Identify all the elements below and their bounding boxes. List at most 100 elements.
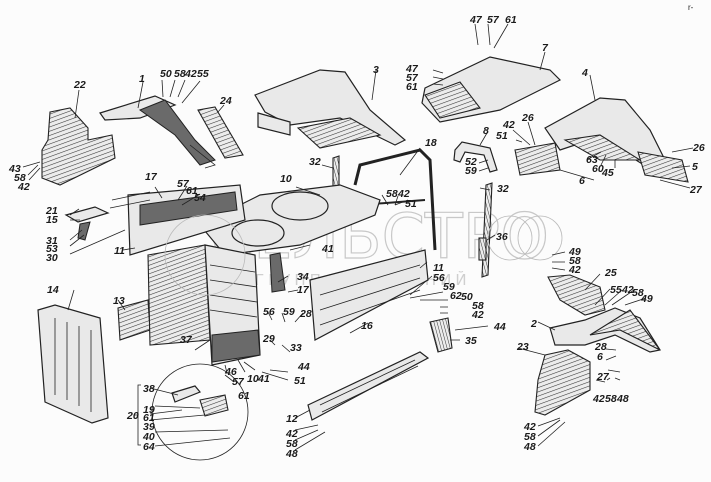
callout-57: 57 [487,14,500,26]
callout-34: 34 [297,271,309,283]
guide-circles [164,214,563,296]
part-3-rear-fender [254,69,407,149]
callout-51: 51 [294,375,306,387]
part-15-cover [64,206,110,241]
callout-56: 56 [433,272,445,284]
callout-16: 16 [361,320,373,332]
callout-1: 1 [139,73,145,85]
callout-6: 6 [579,175,585,187]
callout-7: 7 [542,42,549,54]
callout-5: 5 [692,161,698,173]
callout-47: 47 [405,63,419,75]
part-36-plate [478,237,487,261]
callout-23: 23 [516,341,529,353]
part-11-side-panel [309,249,429,341]
callout-59: 59 [283,306,295,318]
callout-52: 52 [465,156,477,168]
callout-58: 58 [632,287,644,299]
callout-41: 41 [321,243,334,255]
callout-44: 44 [297,361,310,373]
callout-35: 35 [465,335,477,347]
callout-42: 42 [471,309,484,321]
callout-17: 17 [297,284,310,296]
callout-26: 26 [692,142,705,154]
part-22-side-panel [41,107,116,186]
part-6-lamp-bracket [514,142,561,176]
callout-32: 32 [497,183,509,195]
callout-61: 61 [406,81,418,93]
callout-32: 32 [309,156,321,168]
part-14-grille [37,304,109,424]
callout-18: 18 [425,137,437,149]
callout-6: 6 [597,351,603,363]
callout-20: 20 [126,410,139,422]
callout-28: 28 [299,308,312,320]
callout-58: 58 [472,300,484,312]
callout-60: 60 [592,163,604,175]
cab-body [147,244,261,366]
callout-12: 12 [286,413,298,425]
part-23-panel [534,349,591,416]
callout-61: 61 [143,412,155,424]
callout-58: 58 [569,255,581,267]
part-2-fender [549,307,661,353]
callout-59: 59 [465,165,477,177]
callout-57: 57 [232,376,245,388]
callout-31: 31 [46,235,58,247]
detail-20-latch-assembly [151,363,249,461]
callout-39: 39 [143,421,155,433]
callout-56: 56 [263,306,275,318]
callout-48: 48 [285,448,298,460]
callout-61: 61 [505,14,517,26]
callout-61: 61 [186,185,198,197]
callout-11: 11 [433,262,444,274]
part-35-bracket [429,317,453,353]
callout-4: 4 [581,67,588,79]
callout-57: 57 [177,178,190,190]
callout-41: 41 [257,373,270,385]
callout-51: 51 [496,130,508,142]
part-10-floor-plate [199,184,381,256]
callout-42: 42 [17,181,30,193]
callout-27: 27 [596,371,610,383]
callout-42: 42 [592,393,605,405]
part-7-roof-panel [421,56,562,123]
callout-36: 36 [496,231,508,243]
part-24-panel [197,106,244,159]
callout-53: 53 [46,243,58,255]
callout-10: 10 [247,373,259,385]
callout-51: 51 [405,198,417,210]
corner-mark: r- [688,3,694,12]
callout-63: 63 [586,154,598,166]
callout-11: 11 [114,245,125,257]
callout-48: 48 [616,393,629,405]
callout-19: 19 [143,404,155,416]
callout-43: 43 [8,163,21,175]
callout-46: 46 [224,366,237,378]
part-12-step [307,351,430,421]
callout-21: 21 [45,205,58,217]
callout-55: 55 [197,68,209,80]
callout-24: 24 [219,95,232,107]
callout-40: 40 [142,431,155,443]
leader-lines [22,23,694,451]
callout-49: 49 [640,293,653,305]
callout-27: 27 [689,184,703,196]
callout-14: 14 [47,284,59,296]
callout-22: 22 [73,79,86,91]
part-25-panel [547,274,606,316]
callout-37: 37 [180,334,193,346]
callout-44: 44 [493,321,506,333]
callout-50: 50 [160,68,172,80]
callout-45: 45 [601,167,614,179]
callout-30: 30 [46,252,58,264]
part-11-rear-panel [127,184,246,256]
callout-58: 58 [174,68,186,80]
callout-49: 49 [568,246,581,258]
callout-64: 64 [143,441,155,453]
callout-42: 42 [523,421,536,433]
callout-48: 48 [523,441,536,453]
callout-54: 54 [194,192,206,204]
